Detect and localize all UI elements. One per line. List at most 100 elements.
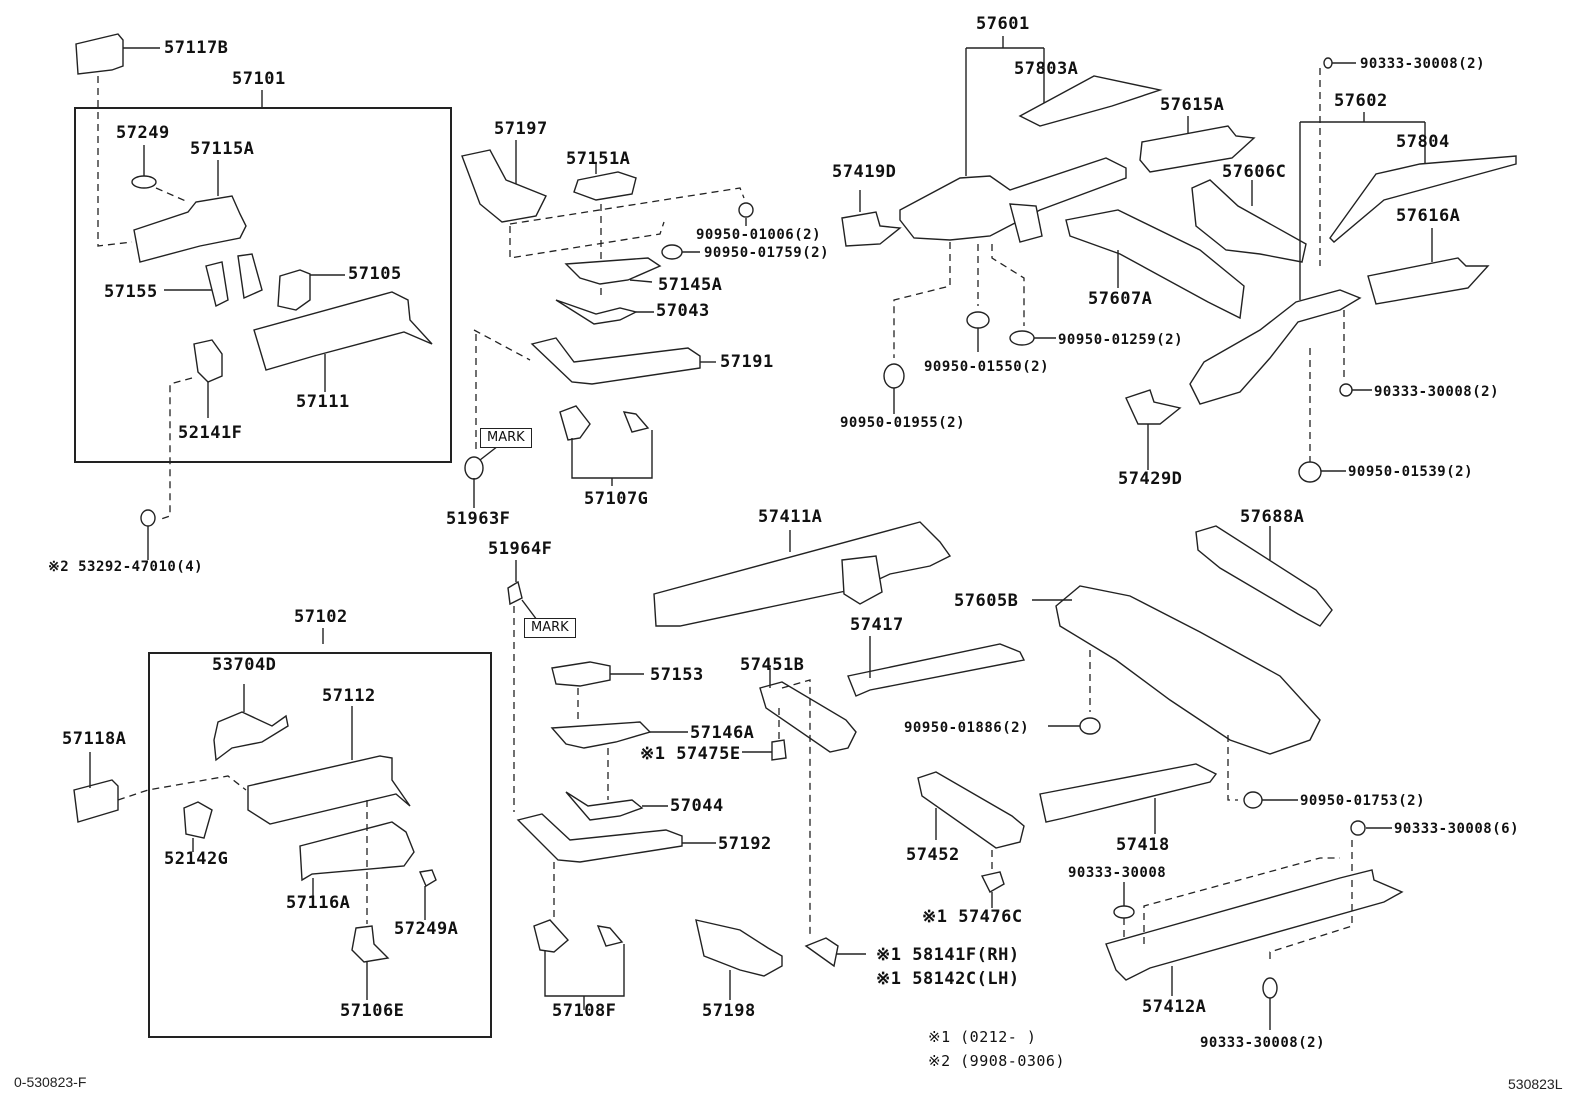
label-part-57153[interactable]: 57153 [650, 665, 704, 685]
label-part-52141f[interactable]: 52141F [178, 423, 243, 443]
label-part-57411a[interactable]: 57411A [758, 507, 823, 527]
label-part-58141f[interactable]: ※1 58141F(RH) [876, 945, 1020, 965]
note-2-text: (9908-0306) [960, 1052, 1065, 1070]
label-part-90333-30008-c[interactable]: 90333-30008(6) [1394, 821, 1520, 837]
part-90950-01259-drawing [1009, 330, 1056, 346]
label-part-57249[interactable]: 57249 [116, 123, 170, 143]
part-57105-drawing [277, 269, 345, 311]
label-part-90950-01539[interactable]: 90950-01539(2) [1348, 464, 1474, 480]
label-part-51963f[interactable]: 51963F [446, 509, 511, 529]
label-part-57615a[interactable]: 57615A [1160, 95, 1225, 115]
label-part-57106e[interactable]: 57106E [340, 1001, 405, 1021]
label-part-57417[interactable]: 57417 [850, 615, 904, 635]
label-part-90950-01759[interactable]: 90950-01759(2) [704, 245, 830, 261]
label-part-57105[interactable]: 57105 [348, 264, 402, 284]
part-57116a-drawing [299, 821, 415, 902]
label-part-90950-01259[interactable]: 90950-01259(2) [1058, 332, 1184, 348]
label-part-57145a[interactable]: 57145A [658, 275, 723, 295]
part-57155-drawing [164, 253, 263, 308]
part-52142g-drawing [183, 801, 213, 852]
label-part-57452[interactable]: 57452 [906, 845, 960, 865]
label-part-90333-30008-e[interactable]: 90333-30008(2) [1200, 1035, 1326, 1051]
part-57601-rail-drawing [899, 157, 1127, 243]
label-part-90333-30008-top[interactable]: 90333-30008(2) [1360, 56, 1486, 72]
part-57197-drawing [461, 140, 547, 223]
label-part-57451b[interactable]: 57451B [740, 655, 805, 675]
label-part-57412a[interactable]: 57412A [1142, 997, 1207, 1017]
label-part-57605b[interactable]: 57605B [954, 591, 1019, 611]
part-57616a-drawing [1367, 228, 1490, 305]
part-57044-drawing [565, 791, 668, 821]
label-part-57616a[interactable]: 57616A [1396, 206, 1461, 226]
label-group-57601[interactable]: 57601 [976, 14, 1030, 34]
label-part-90950-01550[interactable]: 90950-01550(2) [924, 359, 1050, 375]
part-57429d-drawing [1125, 389, 1182, 470]
part-57198-drawing [695, 919, 783, 1000]
label-part-57429d[interactable]: 57429D [1118, 469, 1183, 489]
label-part-53292-47010[interactable]: ※2 53292-47010(4) [48, 559, 204, 575]
label-part-57476c[interactable]: ※1 57476C [922, 907, 1023, 927]
label-part-57117b[interactable]: 57117B [164, 38, 229, 58]
part-90333-30008-mid-drawing [1339, 383, 1372, 397]
part-90333-30008-c-drawing [1350, 820, 1392, 836]
label-part-57803a[interactable]: 57803A [1014, 59, 1079, 79]
label-part-57475e[interactable]: ※1 57475E [640, 744, 741, 764]
part-90333-30008-top-drawing [1323, 57, 1356, 69]
label-part-90950-01955[interactable]: 90950-01955(2) [840, 415, 966, 431]
label-part-57116a[interactable]: 57116A [286, 893, 351, 913]
label-group-57108f[interactable]: 57108F [552, 1001, 617, 1021]
part-51963f-drawing [464, 445, 499, 508]
label-part-90950-01006[interactable]: 90950-01006(2) [696, 227, 822, 243]
label-part-57043[interactable]: 57043 [656, 301, 710, 321]
label-part-57607a[interactable]: 57607A [1088, 289, 1153, 309]
label-part-57118a[interactable]: 57118A [62, 729, 127, 749]
label-part-57419d[interactable]: 57419D [832, 162, 897, 182]
part-57249a-drawing [419, 869, 437, 920]
label-part-57151a[interactable]: 57151A [566, 149, 631, 169]
part-52141f-drawing [193, 339, 223, 418]
label-group-57107g[interactable]: 57107G [584, 489, 649, 509]
label-part-52142g[interactable]: 52142G [164, 849, 229, 869]
part-57803a-drawing [1018, 75, 1163, 127]
part-57191-drawing [530, 337, 716, 385]
part-57112-drawing [247, 706, 411, 825]
label-part-57606c[interactable]: 57606C [1222, 162, 1287, 182]
group-frame-57102 [148, 652, 492, 1038]
part-90950-01006-drawing [738, 202, 754, 226]
part-57615a-drawing [1139, 116, 1256, 173]
part-53704d-drawing [213, 684, 289, 762]
label-part-57146a[interactable]: 57146A [690, 723, 755, 743]
label-part-57249a[interactable]: 57249A [394, 919, 459, 939]
label-part-57688a[interactable]: 57688A [1240, 507, 1305, 527]
label-part-57198[interactable]: 57198 [702, 1001, 756, 1021]
mark-callout-51964f: MARK [524, 618, 576, 638]
part-90950-01886-drawing [1048, 717, 1101, 735]
part-51964f-drawing [507, 560, 541, 625]
part-57607a-drawing [1065, 209, 1245, 320]
label-part-90333-30008-d[interactable]: 90333-30008 [1068, 865, 1167, 881]
label-part-90333-30008-mid[interactable]: 90333-30008(2) [1374, 384, 1500, 400]
label-part-57804[interactable]: 57804 [1396, 132, 1450, 152]
label-group-57101[interactable]: 57101 [232, 69, 286, 89]
part-57417-drawing [847, 636, 1026, 697]
part-57106e-drawing [351, 925, 390, 1000]
label-part-53704d[interactable]: 53704D [212, 655, 277, 675]
label-part-57192[interactable]: 57192 [718, 834, 772, 854]
label-group-57602[interactable]: 57602 [1334, 91, 1388, 111]
label-part-90950-01753[interactable]: 90950-01753(2) [1300, 793, 1426, 809]
label-part-57044[interactable]: 57044 [670, 796, 724, 816]
label-part-57112[interactable]: 57112 [322, 686, 376, 706]
label-part-57155[interactable]: 57155 [104, 282, 158, 302]
part-57153-drawing [551, 661, 644, 687]
label-part-57191[interactable]: 57191 [720, 352, 774, 372]
label-group-57102[interactable]: 57102 [294, 607, 348, 627]
label-part-57115a[interactable]: 57115A [190, 139, 255, 159]
label-part-57418[interactable]: 57418 [1116, 835, 1170, 855]
label-part-90950-01886[interactable]: 90950-01886(2) [904, 720, 1030, 736]
part-57249-drawing [131, 145, 157, 189]
label-part-57111[interactable]: 57111 [296, 392, 350, 412]
label-part-58142c[interactable]: ※1 58142C(LH) [876, 969, 1020, 989]
part-58141f-drawing [804, 937, 866, 968]
label-part-51964f[interactable]: 51964F [488, 539, 553, 559]
label-part-57197[interactable]: 57197 [494, 119, 548, 139]
